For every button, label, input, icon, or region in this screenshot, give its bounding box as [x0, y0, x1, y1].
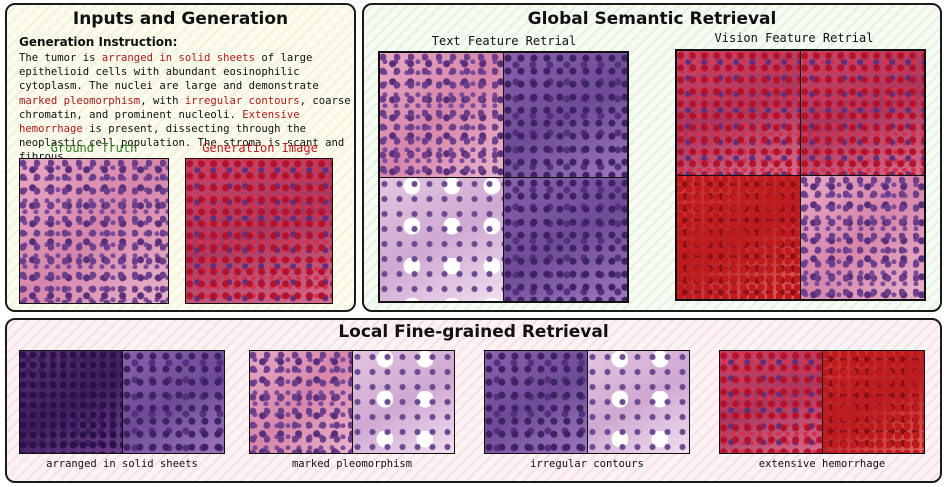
instruction-segment: , coarse chromatin, and prominent nucleo… [19, 94, 351, 121]
vision-retrieval-image [677, 51, 800, 175]
local-fine-grained-retrieval-panel: Local Fine-grained Retrieval arranged in… [5, 318, 942, 483]
highlighted-phrase: irregular contours [184, 94, 300, 107]
retrieval-patch-image [587, 351, 689, 453]
retrieval-pair-irregular-contours [484, 350, 690, 454]
retrieval-patch-image [122, 351, 224, 453]
retrieval-patch-image [352, 351, 454, 453]
pair-caption: arranged in solid sheets [46, 458, 198, 470]
retrieval-patch-image [485, 351, 587, 453]
retrieval-patch-image [20, 351, 122, 453]
text-retrieval-image [504, 177, 627, 301]
global-semantic-retrieval-panel: Global Semantic Retrieval Text Feature R… [362, 3, 942, 312]
retrieval-pair-pleomorphism [249, 350, 455, 454]
instruction-segment: , with [140, 94, 185, 107]
inputs-panel-title: Inputs and Generation [72, 9, 289, 29]
global-panel-title: Global Semantic Retrieval [527, 9, 777, 29]
vision-retrieval-image [801, 175, 924, 299]
retrieval-patch-image [720, 351, 822, 453]
retrieval-patch-image [822, 351, 924, 453]
text-retrieval-image [380, 177, 503, 301]
pair-caption: irregular contours [530, 458, 644, 470]
generation-instruction-text: The tumor is arranged in solid sheets of… [19, 51, 351, 165]
vision-feature-label: Vision Feature Retrial [714, 31, 874, 45]
instruction-segment: The tumor is [19, 52, 102, 64]
text-feature-label: Text Feature Retrial [431, 34, 577, 48]
highlighted-phrase: marked pleomorphism [19, 94, 141, 107]
ground-truth-label: Ground Truth [50, 141, 138, 155]
vision-feature-retrieval-grid [675, 49, 926, 301]
generation-image-label: Generation Image [202, 141, 318, 155]
vision-retrieval-image [677, 175, 800, 299]
highlighted-phrase: arranged in solid sheets [101, 52, 255, 64]
local-panel-title: Local Fine-grained Retrieval [338, 322, 609, 342]
pair-caption: extensive hemorrhage [758, 458, 886, 470]
ground-truth-image [19, 158, 169, 304]
retrieval-patch-image [250, 351, 352, 453]
text-retrieval-image [380, 53, 503, 177]
highlighted-phrase: Extensive hemorrhage [19, 108, 300, 136]
pair-caption: marked pleomorphism [291, 458, 413, 470]
instruction-segment: of large epithelioid cells with abundant… [19, 52, 319, 93]
generation-image [185, 158, 333, 304]
retrieval-pair-solid-sheets [19, 350, 225, 454]
retrieval-pair-hemorrhage [719, 350, 925, 454]
text-retrieval-image [504, 53, 627, 177]
vision-retrieval-image [801, 51, 924, 175]
instruction-label: Generation Instruction: [19, 35, 178, 49]
inputs-generation-panel: Inputs and Generation Generation Instruc… [5, 3, 356, 312]
text-feature-retrieval-grid [378, 51, 629, 303]
